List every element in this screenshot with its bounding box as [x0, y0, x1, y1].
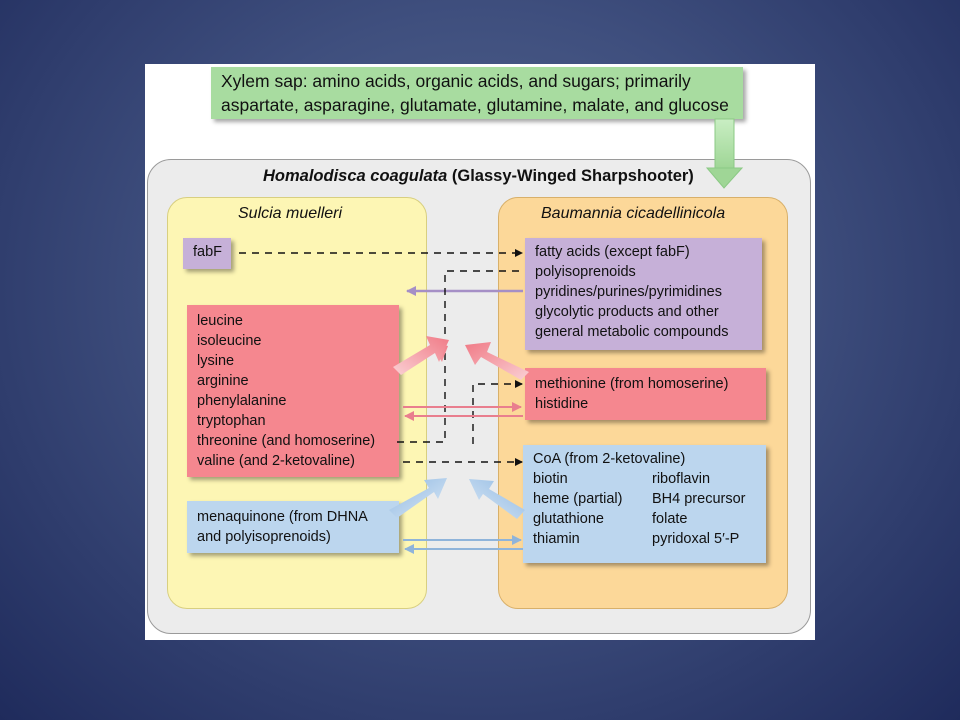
amino-acid-item: threonine (and homoserine)	[197, 433, 376, 449]
amino-acid-item: valine (and 2-ketovaline)	[197, 453, 355, 469]
cofactor-item: BH4 precursor	[652, 491, 746, 507]
xylem-input-arrow	[705, 118, 744, 189]
sulcia-amino-acid-box: leucine isoleucine lysine arginine pheny…	[187, 305, 399, 477]
general-item: polyisoprenoids	[535, 264, 636, 280]
cofactor-item: folate	[652, 511, 688, 527]
diagram-panel: Homalodisca coagulata (Glassy-Winged Sha…	[145, 64, 815, 640]
cofactor-item: heme (partial)	[533, 491, 623, 507]
amino-acid-item: arginine	[197, 373, 249, 389]
red-arrow-from-baumannia	[465, 342, 529, 380]
sulcia-menaquinone-box: menaquinone (from DHNA and polyisoprenoi…	[187, 501, 399, 553]
cofactor-header: CoA (from 2-ketovaline)	[533, 451, 686, 467]
cofactor-item: glutathione	[533, 511, 604, 527]
cofactor-item: pyridoxal 5′-P	[652, 531, 740, 547]
xylem-line: Xylem sap: amino acids, organic acids, a…	[221, 71, 691, 91]
dashed-line-homoserine	[397, 270, 522, 443]
amino-acid-item: tryptophan	[197, 413, 266, 429]
host-common-name: (Glassy-Winged Sharpshooter)	[447, 167, 694, 185]
sulcia-title: Sulcia muelleri	[238, 205, 343, 222]
baumannia-amino-acid-box: methionine (from homoserine) histidine	[525, 368, 766, 420]
amino-acid-item: histidine	[535, 396, 589, 412]
fabf-label: fabF	[193, 244, 223, 260]
cofactor-item: thiamin	[533, 531, 580, 547]
menaquinone-line: menaquinone (from DHNA	[197, 509, 368, 525]
cofactor-item: biotin	[533, 471, 568, 487]
xylem-line: aspartate, asparagine, glutamate, glutam…	[221, 95, 729, 115]
menaquinone-line: and polyisoprenoids)	[197, 529, 331, 545]
general-item: pyridines/purines/pyrimidines	[535, 284, 722, 300]
host-title: Homalodisca coagulata (Glassy-Winged Sha…	[263, 167, 694, 186]
amino-acid-item: phenylalanine	[197, 393, 287, 409]
baumannia-cofactor-box: CoA (from 2-ketovaline) biotin heme (par…	[523, 445, 766, 563]
amino-acid-item: leucine	[197, 313, 243, 329]
host-species-name: Homalodisca coagulata	[263, 167, 448, 185]
amino-acid-item: isoleucine	[197, 333, 262, 349]
blue-arrow-from-sulcia	[389, 478, 447, 518]
general-item: glycolytic products and other	[535, 304, 719, 320]
cofactor-item: riboflavin	[652, 471, 711, 487]
blue-arrow-from-baumannia	[469, 479, 525, 519]
general-item: fatty acids (except fabF)	[535, 244, 690, 260]
connector-layer	[239, 118, 744, 554]
amino-acid-item: methionine (from homoserine)	[535, 376, 729, 392]
baumannia-general-box: fatty acids (except fabF) polyisoprenoid…	[525, 238, 762, 350]
amino-acid-item: lysine	[197, 353, 235, 369]
general-item: general metabolic compounds	[535, 324, 729, 340]
xylem-sap-box: Xylem sap: amino acids, organic acids, a…	[211, 67, 743, 119]
sulcia-fab-box: fabF	[183, 238, 231, 269]
red-arrow-from-sulcia	[393, 336, 449, 376]
baumannia-title: Baumannia cicadellinicola	[541, 205, 726, 222]
dashed-arrow-methionine	[472, 380, 523, 444]
